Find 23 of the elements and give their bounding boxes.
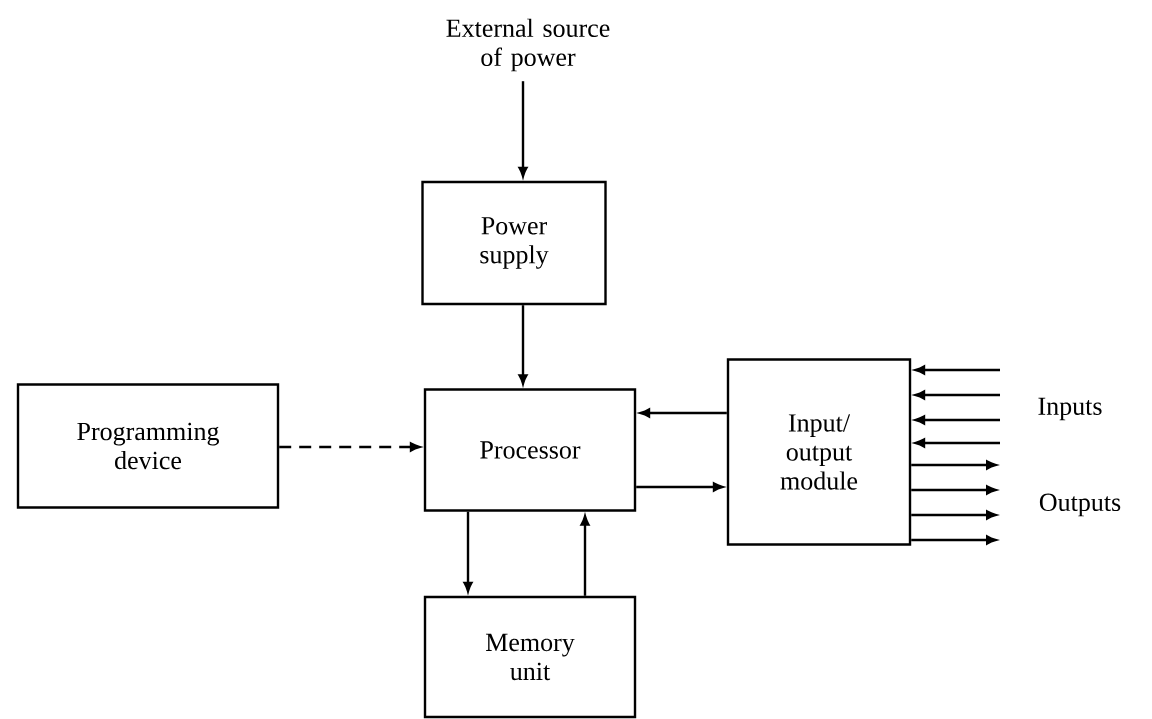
arrow bbox=[911, 510, 997, 520]
source-label: External source of power bbox=[446, 18, 610, 72]
io-label: Outputs bbox=[1039, 493, 1121, 517]
arrow bbox=[911, 535, 997, 545]
process-box: Memory unit bbox=[423, 595, 637, 719]
arrow bbox=[911, 460, 997, 470]
io-label: Inputs bbox=[1038, 397, 1102, 421]
arrow bbox=[580, 515, 590, 596]
arrow bbox=[279, 442, 421, 452]
arrow bbox=[914, 415, 1000, 425]
arrow bbox=[914, 365, 1000, 375]
process-box: Programming device bbox=[16, 383, 280, 509]
arrow bbox=[914, 438, 1000, 448]
arrow bbox=[639, 408, 727, 418]
process-box: Processor bbox=[423, 388, 637, 512]
arrow bbox=[518, 81, 528, 178]
arrow bbox=[518, 305, 528, 385]
process-box: Power supply bbox=[421, 180, 607, 306]
arrow bbox=[914, 390, 1000, 400]
arrow bbox=[911, 485, 997, 495]
process-box: Input/ output module bbox=[726, 358, 912, 546]
arrow bbox=[636, 482, 724, 492]
arrow bbox=[463, 511, 473, 593]
